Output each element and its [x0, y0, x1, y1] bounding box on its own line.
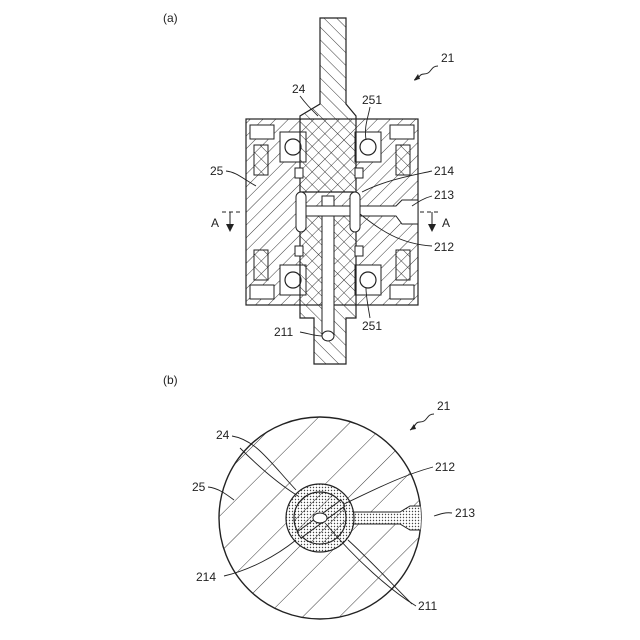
label-251-bottom: 251: [362, 319, 382, 333]
label-251-top: 251: [362, 93, 382, 107]
label-213-b: 213: [455, 506, 475, 520]
ref-21-a-arrowhead: [414, 74, 420, 80]
ref-21-b: 21: [437, 399, 451, 413]
label-214-a: 214: [434, 164, 454, 178]
panel-a-label: (a): [163, 11, 178, 25]
label-214-b: 214: [196, 570, 216, 584]
groove-214-left: [296, 192, 306, 232]
label-211-b: 211: [418, 599, 437, 613]
label-212-b: 212: [435, 460, 455, 474]
section-label-left: A: [211, 216, 219, 230]
panel-b-label: (b): [163, 373, 178, 387]
label-25-a: 25: [210, 164, 224, 178]
shaft-24-a: [300, 18, 356, 192]
label-212-a: 212: [434, 240, 454, 254]
passage-212-a: [306, 206, 350, 216]
groove-214-right: [350, 192, 360, 232]
panel-a: (a) 21: [163, 11, 455, 364]
section-label-right: A: [442, 216, 450, 230]
label-213-a: 213: [434, 188, 454, 202]
inner-hole-211-b: [313, 513, 327, 523]
label-24-a: 24: [292, 82, 306, 96]
label-211-a: 211: [274, 325, 293, 339]
label-24-b: 24: [216, 428, 230, 442]
label-25-b: 25: [192, 480, 206, 494]
inner-hole-211-a: [322, 196, 334, 336]
panel-b: (b) 21 24 25 212 213 214 211: [163, 373, 475, 619]
ref-21-a: 21: [441, 51, 455, 65]
